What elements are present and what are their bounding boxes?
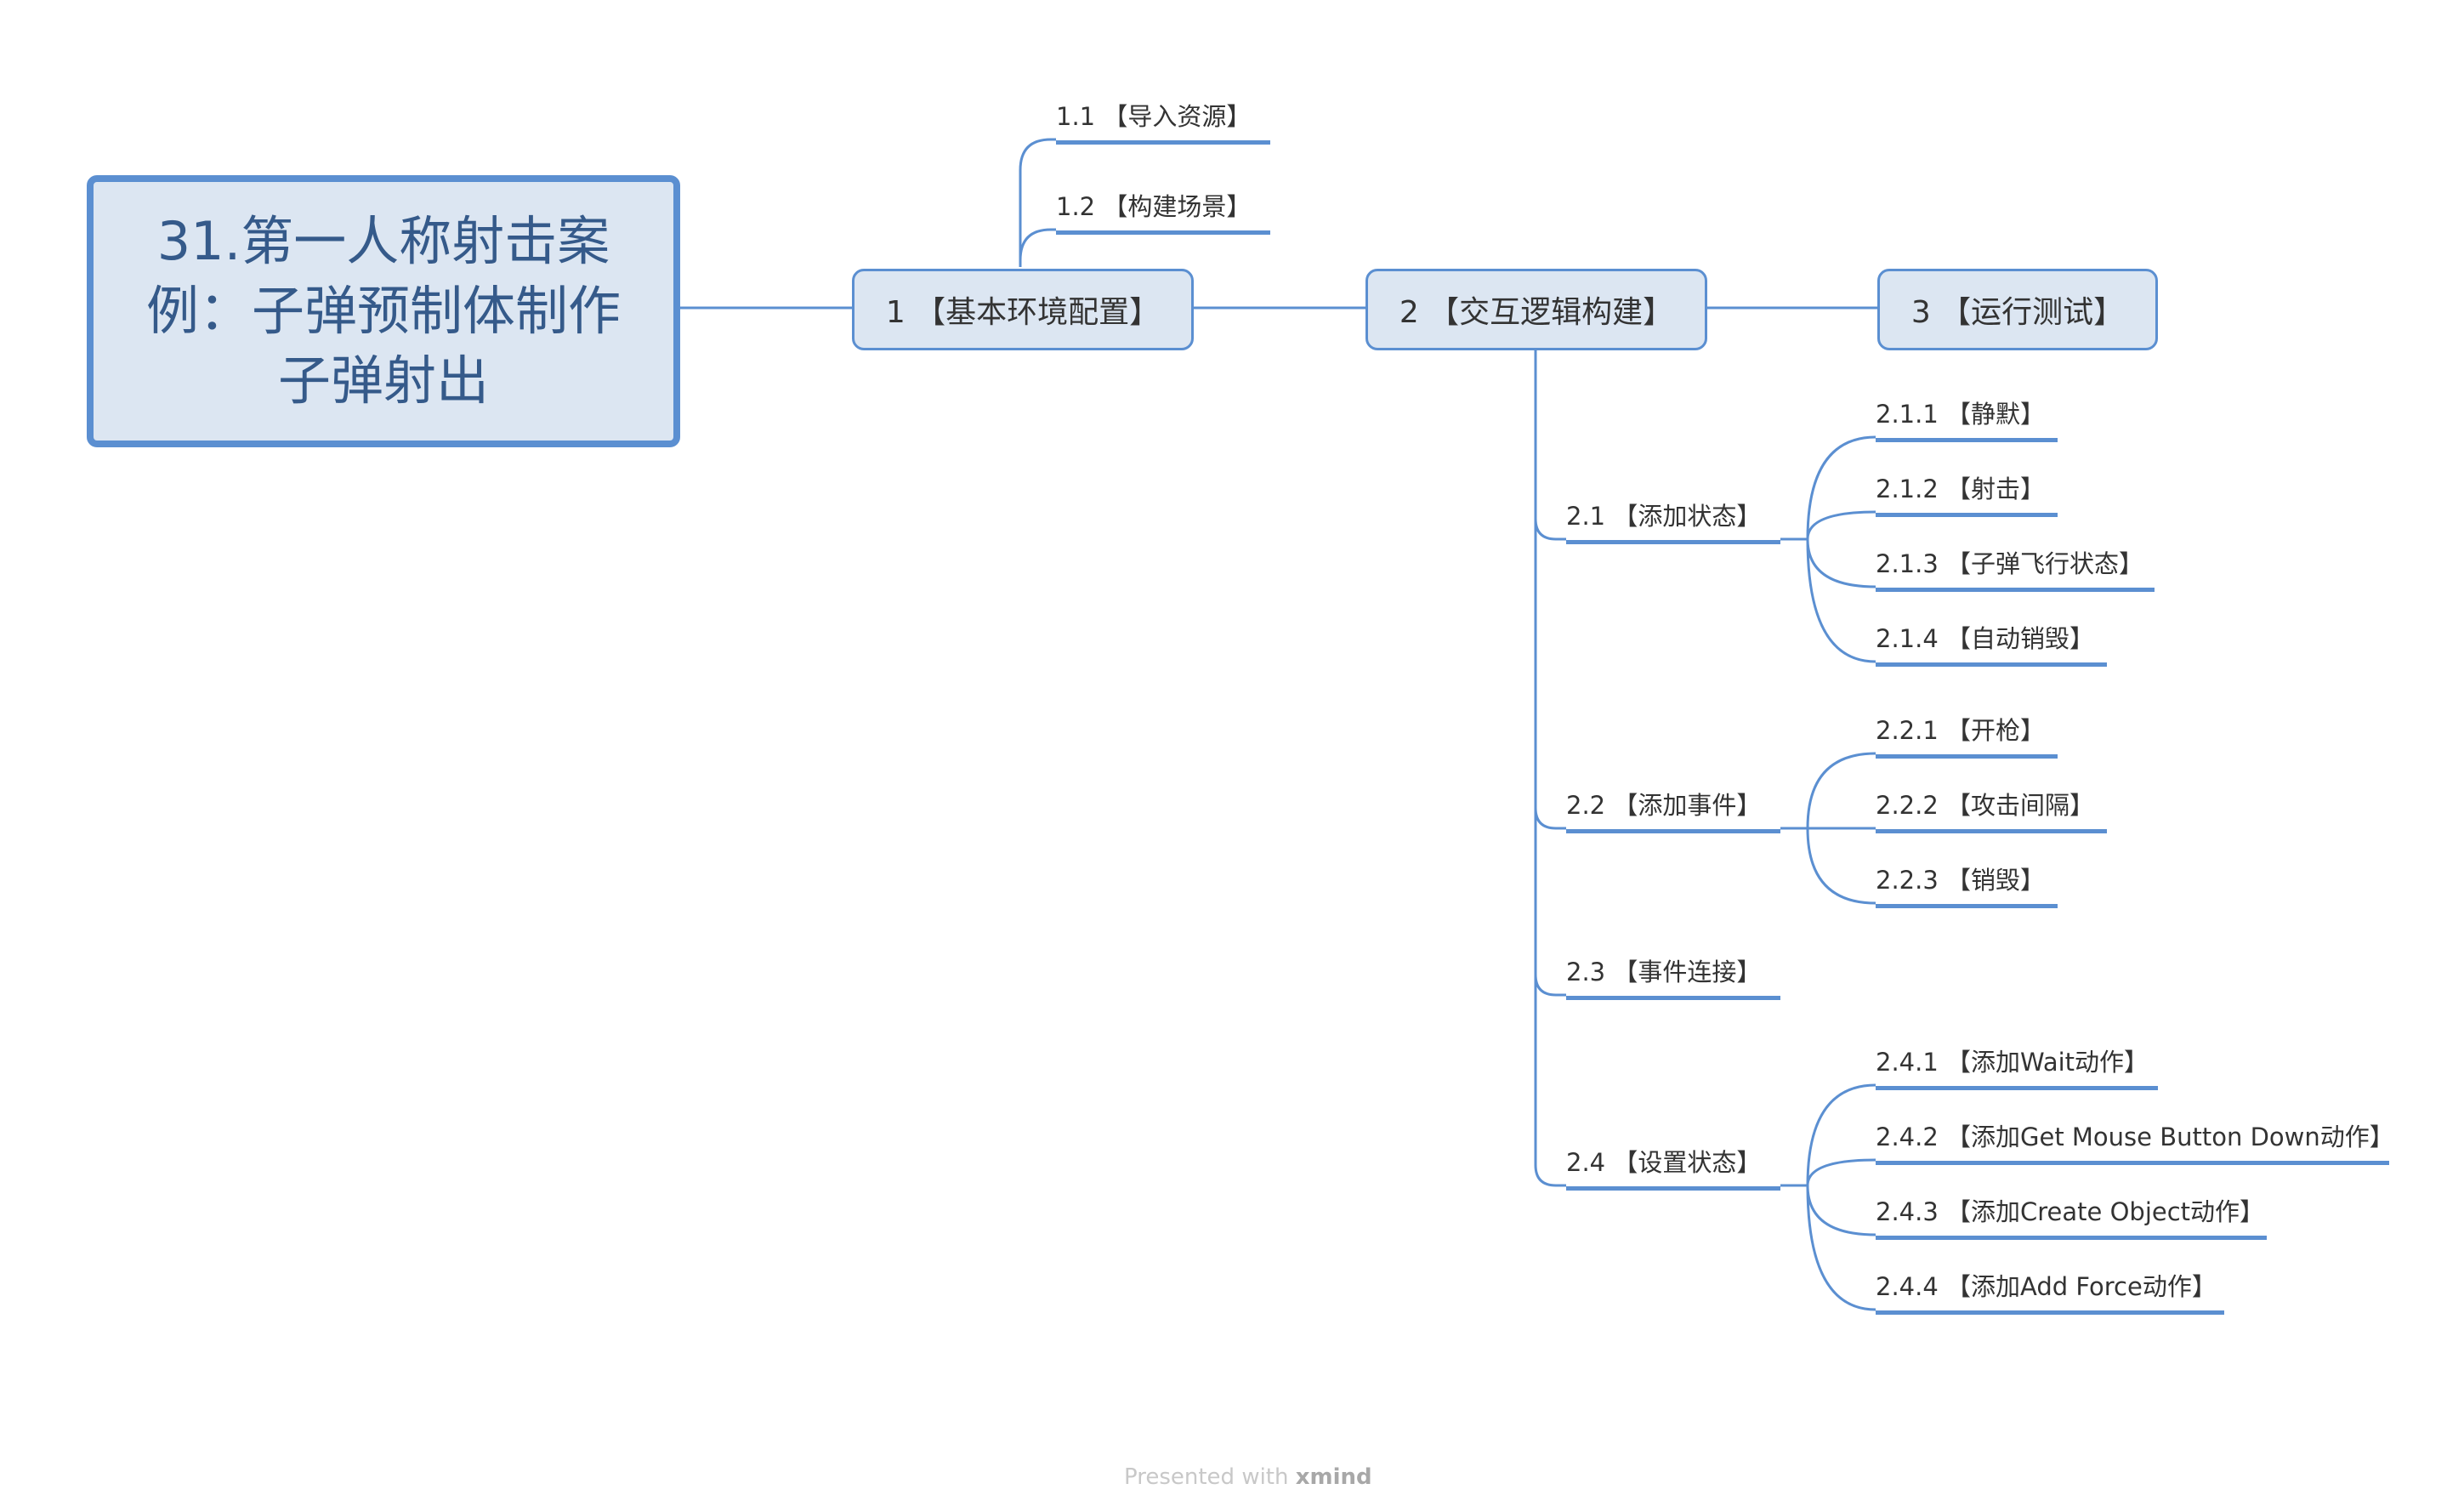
topic-add-get-mouse-button-down[interactable]: 2.4.2 【添加Get Mouse Button Down动作】: [1876, 1117, 2394, 1165]
connector-b2-spine: [1534, 349, 1566, 1187]
topic-label: 2.1 【添加状态】: [1566, 502, 1762, 531]
topic-add-add-force[interactable]: 2.4.4 【添加Add Force动作】: [1876, 1267, 2224, 1315]
topic-add-events[interactable]: 2.2 【添加事件】: [1566, 786, 1780, 833]
connector-b2-2: [1534, 807, 1566, 830]
presented-with-footer: Presented with xmind: [1124, 1464, 1372, 1490]
topic-label: 2.3 【事件连接】: [1566, 958, 1762, 986]
topic-label: 2.1.2 【射击】: [1876, 475, 2046, 503]
topic-label: 2.1.3 【子弹飞行状态】: [1876, 549, 2144, 578]
topic-label: 2.1.4 【自动销毁】: [1876, 624, 2095, 653]
topic-label: 2.2.3 【销毁】: [1876, 866, 2046, 895]
connector-b1-2: [1019, 228, 1056, 267]
topic-label: 2.4.1 【添加Wait动作】: [1876, 1048, 2149, 1077]
topic-label: 2.4.4 【添加Add Force动作】: [1876, 1272, 2217, 1301]
connector-22-children: [1780, 752, 1876, 905]
topic-label: 2.4.2 【添加Get Mouse Button Down动作】: [1876, 1123, 2394, 1151]
topic-fire[interactable]: 2.2.1 【开枪】: [1876, 711, 2058, 759]
topic-bullet-flying[interactable]: 2.1.3 【子弹飞行状态】: [1876, 544, 2155, 592]
topic-set-states[interactable]: 2.4 【设置状态】: [1566, 1143, 1780, 1191]
footer-prefix: Presented with: [1124, 1464, 1296, 1490]
topic-import-resources[interactable]: 1.1 【导入资源】: [1056, 97, 1270, 145]
branch-interaction-logic[interactable]: 2 【交互逻辑构建】: [1365, 269, 1707, 350]
topic-destroy[interactable]: 2.2.3 【销毁】: [1876, 861, 2058, 908]
connector-b2-1: [1534, 518, 1566, 541]
connector-b1-1: [1019, 138, 1056, 267]
branch-basic-environment[interactable]: 1 【基本环境配置】: [852, 269, 1194, 350]
branch-label: 2 【交互逻辑构建】: [1399, 295, 1674, 330]
topic-label: 2.1.1 【静默】: [1876, 400, 2046, 429]
topic-label: 2.2.2 【攻击间隔】: [1876, 791, 2095, 820]
topic-silent[interactable]: 2.1.1 【静默】: [1876, 395, 2058, 442]
topic-add-states[interactable]: 2.1 【添加状态】: [1566, 497, 1780, 544]
topic-label: 2.2 【添加事件】: [1566, 791, 1762, 820]
topic-build-scene[interactable]: 1.2 【构建场景】: [1056, 187, 1270, 235]
branch-run-test[interactable]: 3 【运行测试】: [1877, 269, 2158, 350]
xmind-logo-text: xmind: [1295, 1464, 1372, 1490]
branch-label: 1 【基本环境配置】: [885, 295, 1161, 330]
connector-24-children: [1780, 1083, 1876, 1311]
topic-attack-interval[interactable]: 2.2.2 【攻击间隔】: [1876, 786, 2107, 833]
topic-add-wait[interactable]: 2.4.1 【添加Wait动作】: [1876, 1043, 2158, 1090]
topic-add-create-object[interactable]: 2.4.3 【添加Create Object动作】: [1876, 1192, 2267, 1240]
central-topic-text: 31.第一人称射击案例：子弹预制体制作子弹射出: [145, 210, 621, 412]
topic-auto-destroy[interactable]: 2.1.4 【自动销毁】: [1876, 619, 2107, 667]
topic-label: 2.4.3 【添加Create Object动作】: [1876, 1197, 2265, 1226]
topic-label: 1.2 【构建场景】: [1056, 192, 1252, 221]
topic-shoot[interactable]: 2.1.2 【射击】: [1876, 469, 2058, 517]
topic-label: 2.2.1 【开枪】: [1876, 716, 2046, 745]
central-topic[interactable]: 31.第一人称射击案例：子弹预制体制作子弹射出: [87, 175, 680, 447]
topic-label: 2.4 【设置状态】: [1566, 1148, 1762, 1177]
topic-event-connection[interactable]: 2.3 【事件连接】: [1566, 952, 1780, 1000]
connector-b2-3: [1534, 974, 1566, 997]
topic-label: 1.1 【导入资源】: [1056, 102, 1252, 131]
connector-21-children: [1780, 435, 1876, 663]
branch-label: 3 【运行测试】: [1910, 295, 2125, 330]
